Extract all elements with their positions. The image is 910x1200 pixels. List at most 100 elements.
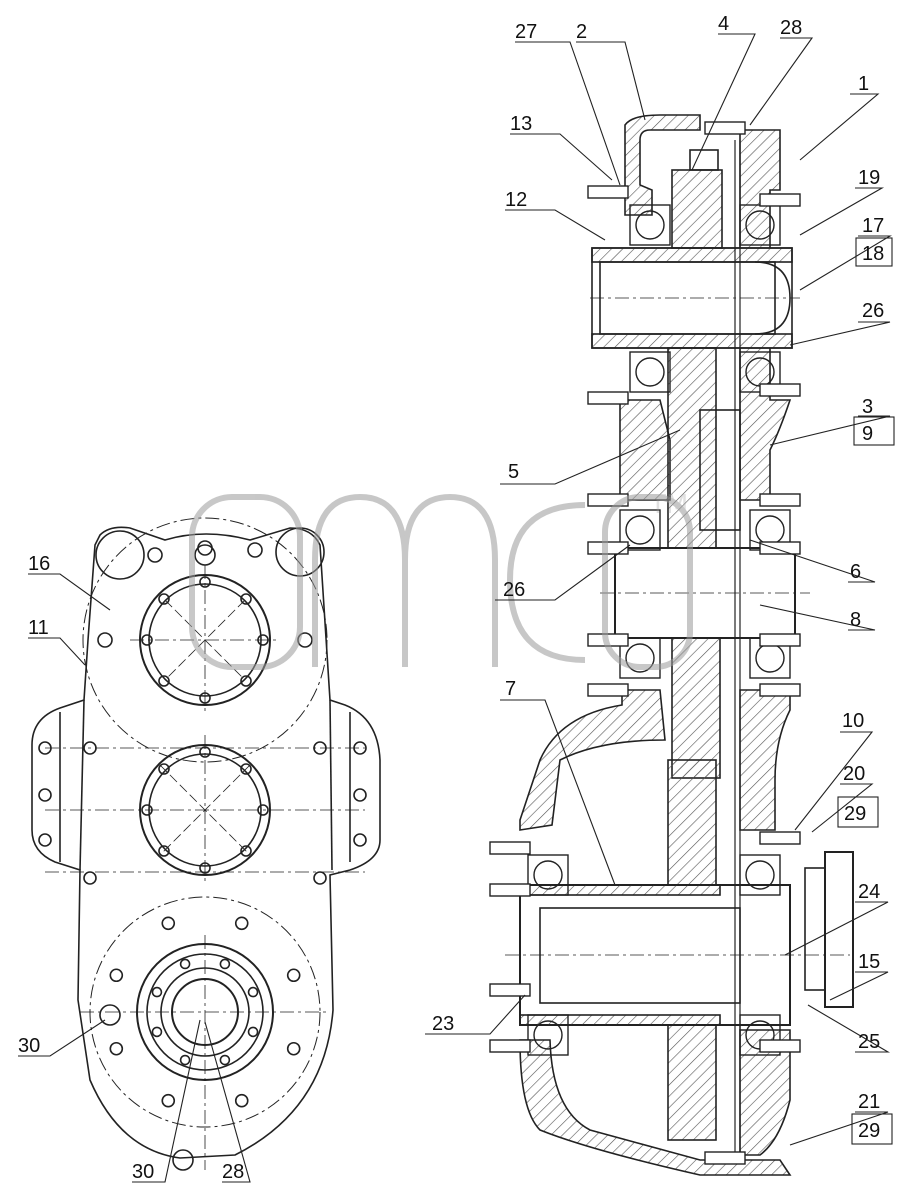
bolt-hole [141,634,153,646]
bearing-ball [533,1020,563,1050]
section-flange-15 [824,851,854,1008]
bolt [759,683,801,697]
leader-line [28,573,111,611]
bearing-race [527,854,569,896]
section-output-shaft [505,884,850,1026]
section-input-shaft [590,247,800,349]
leader-line [749,37,814,126]
bolt-hole [179,958,191,970]
bolt-hole [313,741,327,755]
section-gear-7-lower [667,1024,717,1141]
bolt-hole [158,593,170,605]
part-labels: 27 2 4 28 1 13 19 12 17 18 26 3 9 5 26 6… [18,13,895,1183]
leader-line [500,429,681,485]
bolt-hole [219,1054,231,1066]
leader-line [132,1019,201,1183]
bolt-hole [313,871,327,885]
bolt [759,1039,801,1053]
bearing-race [619,509,661,551]
bolt-hole [199,692,211,704]
plug-30-left [99,1004,121,1026]
label-26-top: 26 [862,300,884,322]
bolt-hole [234,916,249,931]
leader-line [829,971,889,1001]
leader-line [500,699,616,886]
bolt-hole [38,788,52,802]
leader-line [769,415,891,446]
watermark-tm: TM [649,490,688,520]
section-housing-right-low [739,689,791,831]
bolt-hole [83,871,97,885]
leader-line [749,539,876,583]
bolt-hole [353,833,367,847]
leader-line [799,187,885,236]
label-20: 20 [843,763,865,785]
leader-line [799,93,880,161]
label-8: 8 [850,609,861,631]
bearing-race [739,1014,781,1056]
label-28-bottom: 28 [222,1161,244,1183]
bolt [704,121,746,135]
label-9: 9 [862,423,873,445]
label-30-bottom: 30 [132,1161,154,1183]
bolt [587,391,629,405]
bolt-hole [179,1054,191,1066]
bolt-hole [158,845,170,857]
leader-line [515,41,621,186]
leader-line [505,209,606,241]
plug-30-bottom [172,1149,194,1171]
section-housing-left-low [519,689,666,831]
section-gear-5 [667,347,717,549]
bolt-hole [353,741,367,755]
label-13: 13 [510,113,532,135]
bearing-ball [625,643,655,673]
leader-line [811,783,874,833]
label-4: 4 [718,13,729,35]
bolt-hole [161,916,176,931]
leader-line [807,1004,891,1053]
bearing-race [629,204,671,246]
bolt-hole [109,1041,124,1056]
front-view-housing-outline [31,526,381,1159]
bolt-hole [353,788,367,802]
label-7: 7 [505,678,516,700]
front-view [31,517,381,1170]
bolt-hole [247,986,259,998]
bearing-ball [625,515,655,545]
bolt-hole [151,986,163,998]
leader-line [784,901,889,956]
bolt [759,633,801,647]
bearing-ball [533,860,563,890]
label-24: 24 [858,881,880,903]
label-15: 15 [858,951,880,973]
leader-line [794,731,874,831]
label-21: 21 [858,1091,880,1113]
front-view-output-flange [80,896,330,1170]
bolt-hole [240,593,252,605]
leader-lines [18,33,892,1183]
bolt [587,185,629,199]
section-view [505,114,854,1176]
bolt-hole [240,845,252,857]
bolt [759,383,801,397]
leader-line [759,604,876,631]
bearing-ball [635,357,665,387]
leader-line [691,33,756,171]
bearing-race [527,1014,569,1056]
gmsp-logo-watermark: TM [189,490,693,670]
section-housing-left-mid [619,399,671,501]
leader-line [18,1019,106,1057]
bolt-hole [257,804,269,816]
label-29-box-upper [837,796,879,828]
section-flange-15-hub [804,867,826,991]
label-11: 11 [28,617,49,639]
bolt-hole [161,1093,176,1108]
bolt-hole [219,958,231,970]
bolt-hole [83,741,97,755]
front-view-top-cover [82,517,328,763]
bolt-hole [147,547,163,563]
bolt [489,883,531,897]
bolt-hole [240,675,252,687]
bearing-ball [745,210,775,240]
